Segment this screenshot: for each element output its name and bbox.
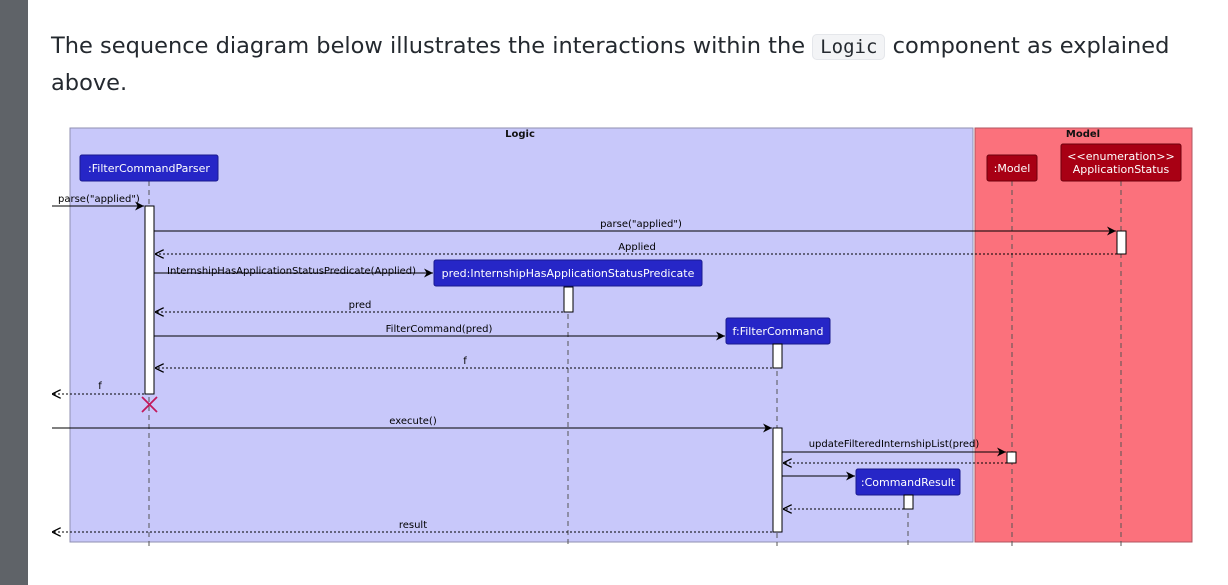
model-box: [974, 127, 1193, 543]
msg-create-filtercommand-label: FilterCommand(pred): [386, 324, 493, 335]
logic-box: [69, 127, 974, 543]
status-activation: [1116, 230, 1127, 255]
msg-update-list-label: updateFilteredInternshipList(pred): [809, 439, 980, 450]
commandresult-activation: [903, 494, 914, 510]
filtercommand-activation-2: [772, 427, 783, 533]
msg-parse-incoming-label: parse("applied"): [58, 194, 140, 205]
msg-result-return-label: result: [399, 520, 427, 531]
msg-applied-return-label: Applied: [618, 242, 656, 253]
status-participant-label: ApplicationStatus: [1073, 163, 1170, 176]
msg-parse-status-label: parse("applied"): [600, 219, 682, 230]
model-participant: [986, 154, 1038, 182]
parser-participant-label: :FilterCommandParser: [88, 162, 210, 175]
filtercommand-participant-label: f:FilterCommand: [733, 325, 824, 338]
predicate-participant: [433, 259, 703, 287]
intro-text-after: component as explained above.: [51, 33, 1170, 96]
inline-code-logic: Logic: [812, 34, 886, 60]
logic-box-label: Logic: [505, 129, 535, 140]
intro-paragraph: The sequence diagram below illustrates t…: [51, 28, 1201, 101]
commandresult-participant-label: :CommandResult: [861, 476, 956, 489]
msg-pred-return-label: pred: [349, 300, 372, 311]
destroy-x-icon: [141, 396, 158, 413]
parser-activation: [144, 205, 155, 395]
filtercommand-activation-1: [772, 343, 783, 369]
parser-participant: [79, 154, 219, 182]
status-participant: [1060, 143, 1182, 182]
predicate-participant-label: pred:InternshipHasApplicationStatusPredi…: [442, 267, 695, 280]
msg-f-return-label: f: [463, 356, 467, 367]
status-stereotype-label: <<enumeration>>: [1067, 150, 1174, 163]
msg-f-outgoing-label: f: [98, 381, 102, 392]
msg-execute-label: execute(): [389, 416, 437, 427]
intro-text-before: The sequence diagram below illustrates t…: [51, 33, 813, 59]
predicate-activation: [563, 286, 574, 313]
model-participant-label: :Model: [994, 162, 1031, 175]
msg-create-predicate-label: InternshipHasApplicationStatusPredicate(…: [167, 266, 416, 277]
model-activation: [1006, 451, 1017, 464]
model-box-label: Model: [1066, 129, 1100, 140]
